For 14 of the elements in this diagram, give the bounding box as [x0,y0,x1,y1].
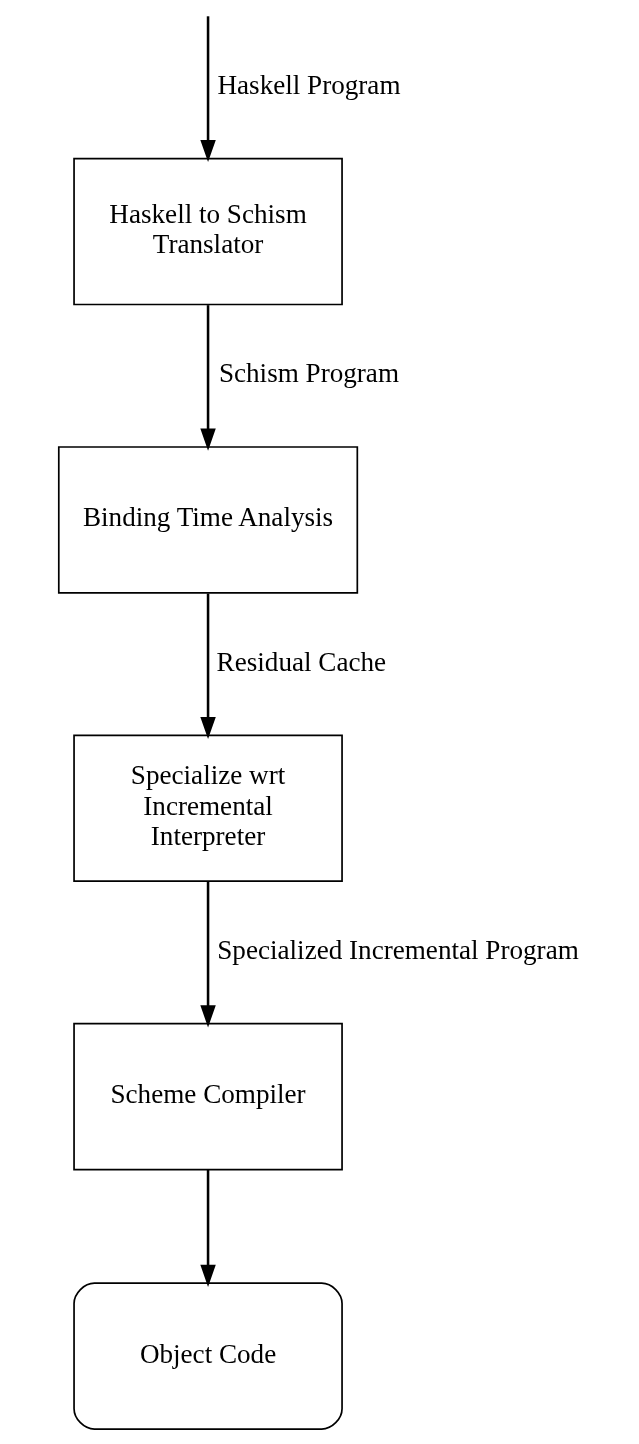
node-box: Object Code [72,1282,343,1430]
arrow [199,1169,216,1287]
edge-label: Haskell Program [216,69,400,100]
arrow [199,305,216,451]
edge-label: Residual Cache [216,646,386,677]
node-box: Haskell to Schism Translator [72,157,343,306]
edge-label: Specialized Incremental Program [216,934,579,965]
arrow [199,16,216,163]
node-box: Specialize wrt Incremental Interpreter [72,734,343,883]
arrow [199,881,216,1028]
edge-label: Schism Program [218,358,399,389]
node-box: Binding Time Analysis [57,446,358,594]
node-box: Scheme Compiler [72,1022,343,1171]
arrow [199,593,216,740]
